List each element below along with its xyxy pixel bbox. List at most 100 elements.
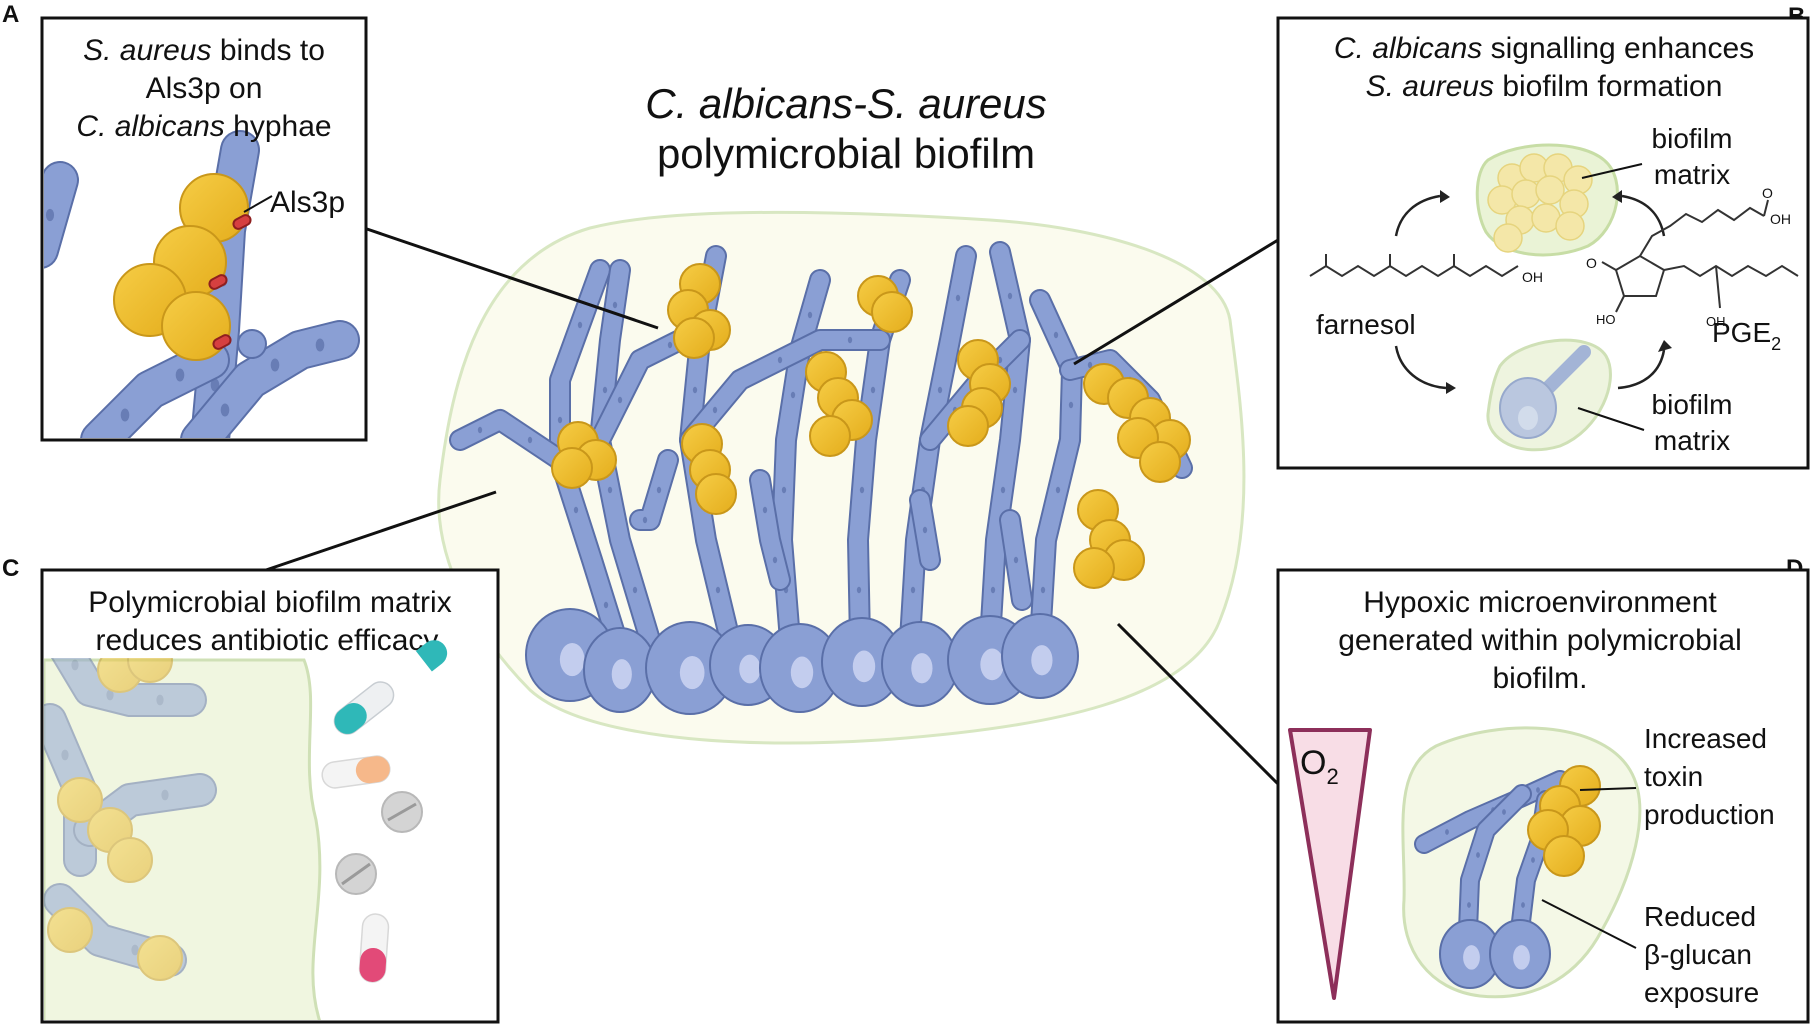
panel-c-text-1: Polymicrobial biofilm matrix bbox=[88, 586, 451, 619]
s-aureus-coccus bbox=[1073, 547, 1115, 589]
panel-b-text-1: signalling enhances bbox=[1482, 32, 1754, 65]
s-aureus-coccus bbox=[1563, 165, 1593, 195]
svg-text:S. aureus binds to: S. aureus binds to bbox=[83, 34, 325, 67]
connector-d bbox=[1116, 622, 1280, 786]
s-aureus-coccus bbox=[809, 415, 851, 457]
s-aureus-coccus bbox=[1543, 835, 1585, 877]
antibiotic-capsule-teal-icon bbox=[333, 640, 448, 735]
pge2-oh-acid: OH bbox=[1770, 211, 1791, 227]
svg-text:PGE2: PGE2 bbox=[1712, 317, 1781, 354]
farnesol-structure bbox=[1309, 264, 1519, 278]
panel-a: A S. aureus binds to Als3p on C. albican… bbox=[2, 1, 368, 442]
glucan-label-2: β-glucan bbox=[1644, 939, 1752, 970]
s-aureus-coccus bbox=[695, 473, 737, 515]
pge2-o-acid: O bbox=[1762, 185, 1773, 201]
svg-text:S. aureus biofilm formation: S. aureus biofilm formation bbox=[1366, 70, 1723, 103]
panel-a-species-1: S. aureus bbox=[83, 34, 211, 67]
s-aureus-coccus bbox=[47, 907, 93, 953]
s-aureus-coccus bbox=[1139, 441, 1181, 483]
s-aureus-coccus bbox=[1555, 211, 1585, 241]
cycle-arrow-lower-right bbox=[1617, 349, 1666, 390]
als3p-receptor bbox=[208, 274, 228, 290]
svg-text:C. albicans signalling enhanc: C. albicans signalling enhances bbox=[1334, 32, 1754, 65]
als3p-receptor bbox=[212, 334, 232, 350]
antibiotic-capsule-orange-icon bbox=[321, 755, 391, 789]
als3p-pointer bbox=[243, 195, 273, 213]
s-aureus-coccus bbox=[137, 935, 183, 981]
pge2-oh-chain: OH bbox=[1706, 314, 1726, 329]
s-aureus-coccus bbox=[871, 291, 913, 333]
panel-a-letter: A bbox=[2, 1, 19, 28]
title-line-2: polymicrobial biofilm bbox=[657, 130, 1035, 177]
o2-label: O bbox=[1300, 744, 1326, 782]
matrix-bottom-label-2: matrix bbox=[1654, 425, 1730, 456]
s-aureus-coccus bbox=[947, 405, 989, 447]
matrix-top-pointer bbox=[1581, 163, 1643, 179]
panel-b-species-2: S. aureus bbox=[1366, 70, 1494, 103]
svg-text:C. albicans hyphae: C. albicans hyphae bbox=[76, 110, 331, 143]
s-aureus-coccus bbox=[551, 447, 593, 489]
panel-d-text-3: biofilm. bbox=[1492, 662, 1587, 695]
panel-b: B C. albicans signalling enhances S. aur… bbox=[1276, 3, 1810, 470]
panel-c-letter: C bbox=[2, 555, 19, 582]
panel-a-text-1: binds to bbox=[212, 34, 325, 67]
panel-b-species-1: C. albicans bbox=[1334, 32, 1482, 65]
panel-c: C Polymicrobial biofilm matrix reduces a… bbox=[2, 555, 500, 1024]
antibiotic-capsule-pink-icon bbox=[358, 913, 390, 983]
toxin-label-3: production bbox=[1644, 799, 1775, 830]
panel-a-illustration bbox=[44, 130, 360, 438]
s-aureus-coccus bbox=[1493, 223, 1523, 253]
s-aureus-clusters bbox=[551, 263, 1191, 589]
pge2-subscript: 2 bbox=[1771, 334, 1781, 354]
panel-a-text-2: Als3p on bbox=[146, 72, 263, 105]
yeast-cells bbox=[525, 608, 1079, 715]
antibiotic-tablet-icon bbox=[381, 791, 423, 833]
farnesol-oh: OH bbox=[1522, 269, 1543, 285]
connector-c bbox=[265, 490, 497, 572]
glucan-label-3: exposure bbox=[1644, 977, 1759, 1008]
matrix-bottom-pointer bbox=[1577, 407, 1645, 431]
s-aureus-coccus bbox=[57, 777, 103, 823]
farnesol-label: farnesol bbox=[1316, 309, 1416, 340]
pge2-label: PGE bbox=[1712, 317, 1771, 348]
panel-a-text-3: hyphae bbox=[225, 110, 332, 143]
glucan-pointer bbox=[1541, 899, 1637, 949]
pge2-structure bbox=[1601, 199, 1799, 313]
pge2-ho-ring: HO bbox=[1596, 312, 1616, 327]
toxin-label-1: Increased bbox=[1644, 723, 1767, 754]
central-biofilm bbox=[437, 210, 1246, 745]
o2-subscript: 2 bbox=[1326, 764, 1338, 789]
s-aureus-coccus bbox=[1535, 175, 1565, 205]
panel-d-cells bbox=[1414, 765, 1601, 989]
s-aureus-coccus bbox=[1511, 179, 1541, 209]
panel-c-text-2: reduces antibiotic efficacy. bbox=[95, 624, 444, 657]
svg-text:O2: O2 bbox=[1300, 744, 1339, 789]
toxin-pointer bbox=[1579, 787, 1637, 791]
panel-d: D Hypoxic microenvironment generated wit… bbox=[1276, 555, 1810, 1024]
panel-d-text-1: Hypoxic microenvironment bbox=[1363, 586, 1717, 619]
toxin-label-2: toxin bbox=[1644, 761, 1703, 792]
panel-d-text-2: generated within polymicrobial bbox=[1338, 624, 1742, 657]
matrix-top-label-1: biofilm bbox=[1652, 123, 1733, 154]
o2-gradient-wedge-icon bbox=[1288, 728, 1372, 1000]
matrix-bottom-label-1: biofilm bbox=[1652, 389, 1733, 420]
connector-a bbox=[363, 226, 659, 330]
pge2-o-ketone: O bbox=[1586, 255, 1597, 271]
cycle-arrowheads bbox=[1440, 190, 1672, 394]
als3p-receptor bbox=[232, 214, 252, 230]
panel-b-text-2: biofilm formation bbox=[1494, 70, 1722, 103]
panel-c-faded-biofilm bbox=[44, 623, 217, 981]
s-aureus-coccus bbox=[161, 291, 231, 361]
als3p-label: Als3p bbox=[270, 186, 345, 219]
matrix-bottom-cell bbox=[1499, 345, 1591, 439]
glucan-label-1: Reduced bbox=[1644, 901, 1756, 932]
s-aureus-coccus bbox=[673, 317, 715, 359]
title-line-1: C. albicans-S. aureus bbox=[645, 80, 1047, 127]
cycle-arrow-lower-left bbox=[1394, 345, 1447, 390]
matrix-top-label-2: matrix bbox=[1654, 159, 1730, 190]
panel-a-species-2: C. albicans bbox=[76, 110, 224, 143]
s-aureus-coccus bbox=[107, 837, 153, 883]
antibiotic-tablet-icon-2 bbox=[335, 853, 377, 895]
cycle-arrow-upper-left bbox=[1394, 194, 1441, 237]
